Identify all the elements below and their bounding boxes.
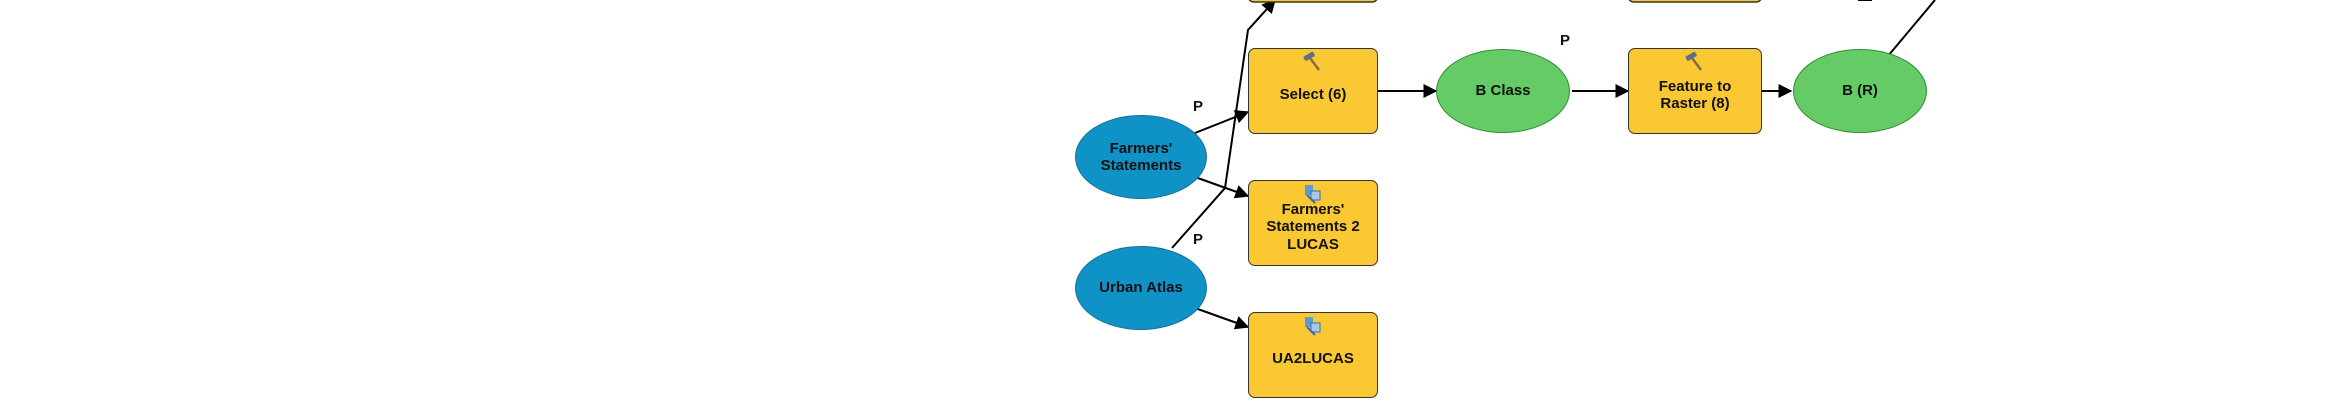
tool-farmers-statements-2-lucas[interactable]: Farmers' Statements 2 LUCAS xyxy=(1248,180,1378,266)
data-farmers-statements[interactable]: Farmers' Statements xyxy=(1075,115,1207,199)
tool-ua2lucas[interactable]: UA2LUCAS xyxy=(1248,312,1378,398)
partial-tool-box[interactable] xyxy=(1248,0,1378,3)
connector-urbanatlas-to-ua2lucas xyxy=(1194,307,1250,330)
tool-ua2lucas-label: UA2LUCAS xyxy=(1272,350,1354,368)
parameter-tag: P xyxy=(1193,231,1204,248)
hammer-icon xyxy=(1685,51,1702,71)
tool-farmers-statements-2-lucas-label: Farmers' Statements 2 LUCAS xyxy=(1266,201,1360,253)
tool-feature-to-raster-8[interactable]: Feature to Raster (8) xyxy=(1628,48,1762,134)
connector-farmers-to-select6 xyxy=(1194,110,1250,134)
data-farmers-statements-label: Farmers' Statements xyxy=(1100,139,1182,174)
tool-feature-to-raster-8-label: Feature to Raster (8) xyxy=(1658,77,1732,112)
data-urban-atlas-label: Urban Atlas xyxy=(1099,279,1183,297)
hammer-icon xyxy=(1303,51,1320,71)
data-b-r-label: B (R) xyxy=(1842,82,1878,100)
script-tool-icon xyxy=(1305,317,1321,336)
parameter-tag: P xyxy=(1560,32,1571,49)
connector-urbanatlas-to-upper-tool xyxy=(1171,0,1276,249)
parameter-tag: P xyxy=(1193,98,1204,115)
data-urban-atlas[interactable]: Urban Atlas xyxy=(1075,246,1207,330)
connector-farmers-to-fs2lucas xyxy=(1194,176,1250,199)
data-b-r[interactable]: B (R) xyxy=(1793,49,1927,133)
tool-select-6-label: Select (6) xyxy=(1279,86,1347,104)
data-b-class-label: B Class xyxy=(1475,82,1531,100)
data-b-class[interactable]: B Class xyxy=(1436,49,1570,133)
partial-tool-box[interactable] xyxy=(1628,0,1762,3)
tool-select-6[interactable]: Select (6) xyxy=(1248,48,1378,134)
connector-br-offcanvas xyxy=(1887,0,1936,57)
